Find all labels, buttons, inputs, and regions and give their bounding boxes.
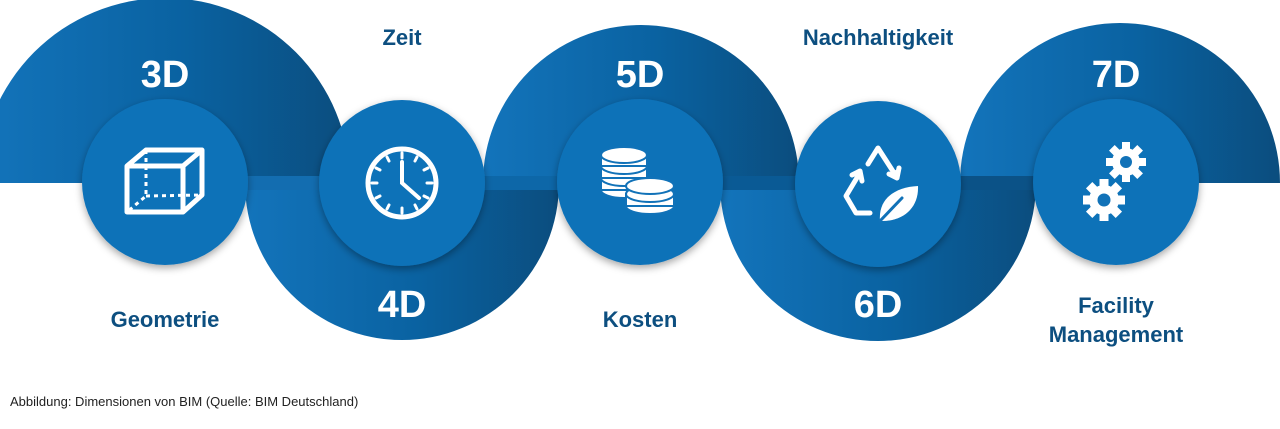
dimension-3d: 3D Geometrie — [82, 54, 248, 332]
dimension-label: Kosten — [603, 307, 678, 332]
dimension-title: 7D — [1092, 54, 1141, 96]
wave-band — [0, 0, 350, 183]
dimension-label: Management — [1049, 322, 1184, 347]
recycle-leaf-icon — [843, 145, 919, 223]
dimension-circle — [1033, 99, 1199, 265]
wave-band — [483, 25, 799, 183]
dimension-7d: 7D Facility Management — [1033, 54, 1199, 347]
dimension-label: Nachhaltigkeit — [803, 25, 954, 50]
gears-icon — [1083, 142, 1146, 221]
dimension-circle — [82, 99, 248, 265]
dimension-title: 3D — [141, 54, 190, 96]
coins-icon — [600, 146, 675, 215]
dimension-label: Geometrie — [111, 307, 220, 332]
clock-icon — [365, 146, 439, 220]
dimension-title: 4D — [378, 284, 427, 326]
dimension-6d: 6D Nachhaltigkeit — [795, 25, 961, 326]
dimension-4d: 4D Zeit — [319, 25, 485, 326]
wave-band — [720, 183, 1036, 341]
wave-joint — [956, 176, 1038, 190]
cube-icon — [124, 147, 205, 215]
figure-caption: Abbildung: Dimensionen von BIM (Quelle: … — [10, 394, 359, 409]
dimension-title: 6D — [854, 284, 903, 326]
wave-joint — [478, 176, 562, 190]
dimension-label: Facility — [1078, 293, 1155, 318]
dimension-5d: 5D Kosten — [557, 54, 723, 332]
wave-joint — [716, 176, 800, 190]
wave-band — [245, 183, 559, 340]
dimension-title: 5D — [616, 54, 665, 96]
dimension-label: Zeit — [382, 25, 422, 50]
dimension-circle — [795, 101, 961, 267]
